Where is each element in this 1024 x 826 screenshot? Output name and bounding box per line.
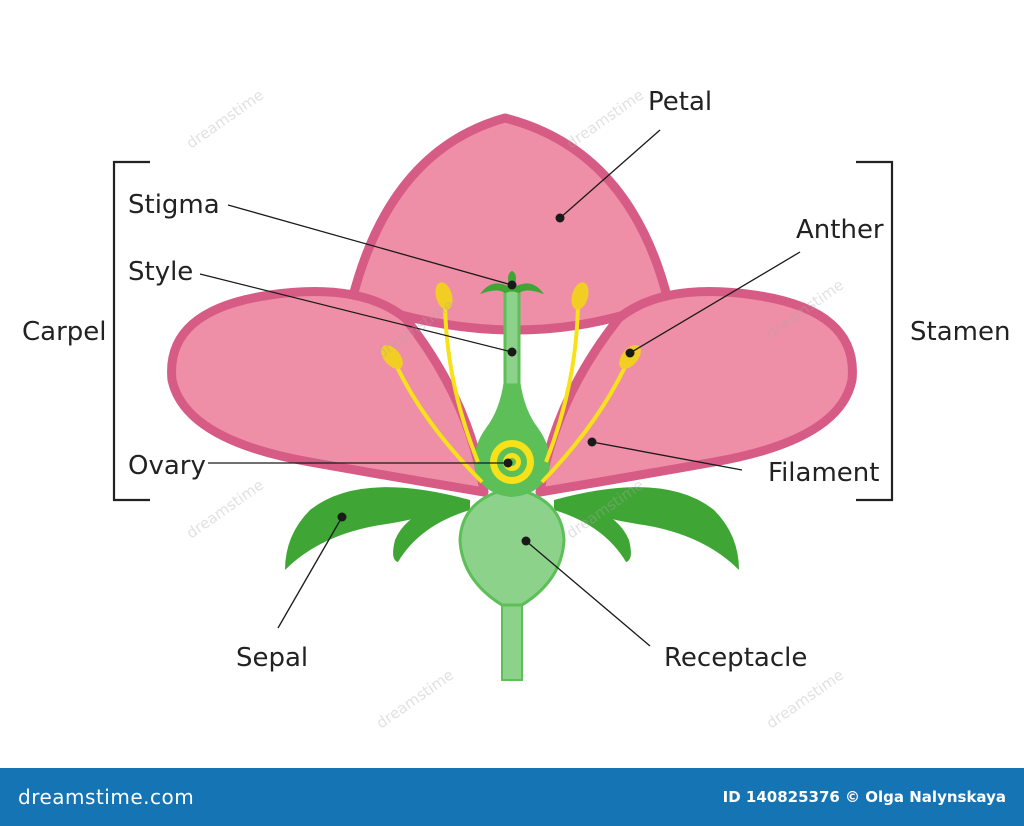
sepal-dot	[337, 512, 347, 522]
filament-leader	[591, 441, 743, 471]
carpel-bracket	[112, 160, 150, 502]
filament-dot	[587, 437, 597, 447]
label-receptacle: Receptacle	[664, 643, 807, 673]
stem	[501, 599, 523, 681]
sepal-left-inner	[393, 500, 470, 562]
label-petal: Petal	[648, 87, 712, 117]
filament-3	[544, 297, 580, 463]
footer-logo[interactable]: dreamstime.com	[18, 785, 195, 809]
filament-1	[443, 297, 480, 463]
anther-3	[571, 282, 589, 310]
anther-dot	[625, 348, 635, 358]
stigma-dot	[507, 280, 517, 290]
label-filament: Filament	[768, 458, 879, 488]
filament-2	[390, 355, 484, 484]
label-anther: Anther	[796, 215, 884, 245]
petal-leader	[559, 129, 661, 219]
footer-credit: ID 140825376 © Olga Nalynskaya	[722, 788, 1006, 806]
receptacle-dot	[521, 536, 531, 546]
filament-4	[540, 355, 632, 484]
petal-right	[535, 287, 857, 497]
sepal-right-outer	[554, 487, 739, 570]
petal-dot	[555, 213, 565, 223]
anther-leader	[629, 251, 801, 354]
style-leader	[199, 273, 513, 353]
label-stigma: Stigma	[128, 190, 220, 220]
flower-diagram: Petal Stigma Style Anther Carpel Stamen …	[22, 87, 1010, 681]
receptacle	[458, 486, 566, 607]
sepal-leader	[277, 516, 343, 629]
style-dot	[507, 347, 517, 357]
sepal-left-outer	[285, 487, 470, 570]
label-style: Style	[128, 257, 193, 287]
footer-bar: dreamstime.com ID 140825376 © Olga Nalyn…	[0, 768, 1024, 826]
petal-left	[167, 287, 489, 497]
receptacle-leader	[525, 540, 651, 647]
anther-2	[381, 345, 403, 369]
label-ovary: Ovary	[128, 451, 206, 481]
label-sepal: Sepal	[236, 643, 308, 673]
style	[503, 288, 521, 387]
stamen-bracket	[856, 160, 894, 502]
anther-1	[435, 282, 453, 310]
label-stamen: Stamen	[910, 317, 1010, 347]
label-carpel: Carpel	[22, 317, 107, 347]
sepal-right-inner	[554, 500, 631, 562]
ovary-dot	[503, 458, 513, 468]
stigma-leader	[227, 204, 513, 286]
